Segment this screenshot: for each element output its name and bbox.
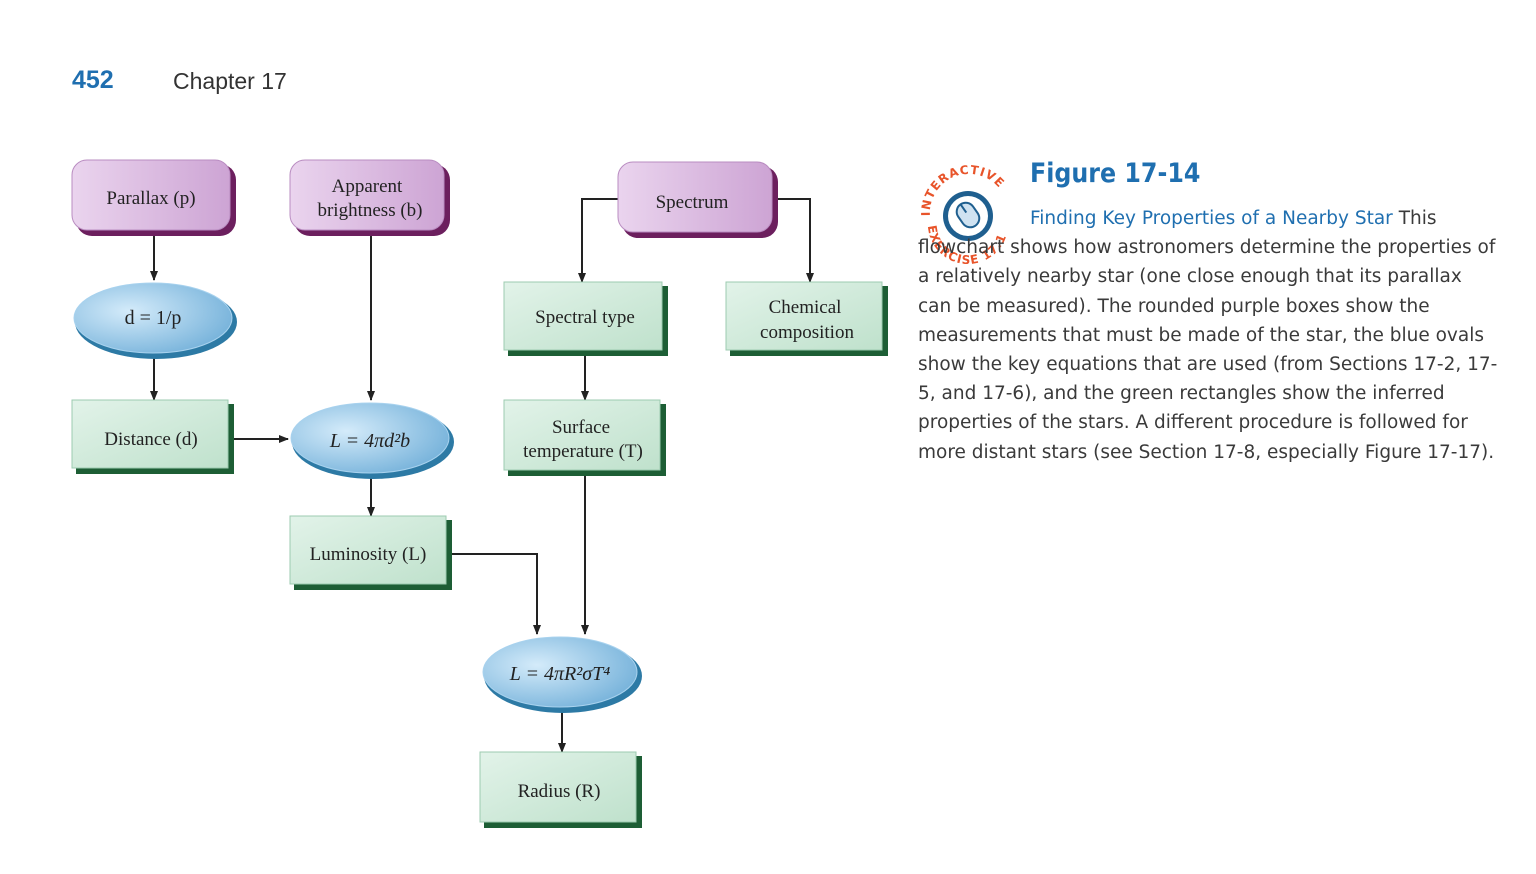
node-parallax-label: Parallax (p) xyxy=(106,188,195,209)
equation-luminosity: L = 4πd²b xyxy=(290,402,454,479)
page-number: 452 xyxy=(72,66,114,94)
equation-distance: d = 1/p xyxy=(73,282,237,359)
node-chemical-composition-label-1: Chemical xyxy=(769,297,842,318)
caption-body: This flowchart shows how astronomers det… xyxy=(918,208,1498,463)
node-apparent-brightness-label-1: Apparent xyxy=(332,176,403,197)
equation-luminosity-label: L = 4πd²b xyxy=(329,430,410,452)
node-apparent-brightness: Apparent brightness (b) xyxy=(289,159,450,236)
caption-lead: Finding Key Properties of a Nearby Star xyxy=(1030,208,1393,229)
node-apparent-brightness-label-2: brightness (b) xyxy=(317,200,422,221)
connectors xyxy=(150,198,814,753)
figure-caption: Finding Key Properties of a Nearby Star … xyxy=(918,204,1498,467)
node-luminosity: Luminosity (L) xyxy=(289,515,452,590)
node-surface-temperature-label-2: temperature (T) xyxy=(523,441,643,462)
node-chemical-composition-label-2: composition xyxy=(760,322,854,343)
flowchart: Parallax (p) Apparent brightness (b) Spe… xyxy=(71,159,888,828)
node-surface-temperature-label-1: Surface xyxy=(552,417,610,438)
arrow-spectrum-to-composition xyxy=(773,198,814,283)
node-distance: Distance (d) xyxy=(71,399,234,474)
node-spectral-type: Spectral type xyxy=(503,281,668,356)
node-luminosity-label: Luminosity (L) xyxy=(310,544,427,565)
equation-stefan-boltzmann: L = 4πR²σT⁴ xyxy=(482,636,642,713)
node-distance-label: Distance (d) xyxy=(104,429,197,450)
chapter-title: Chapter 17 xyxy=(173,68,287,94)
node-spectral-type-label: Spectral type xyxy=(535,307,635,328)
interactive-exercise-badge[interactable]: INTERACTIVE EXERCISE 17.1 xyxy=(916,160,1020,264)
node-radius: Radius (R) xyxy=(479,751,642,828)
node-chemical-composition: Chemical composition xyxy=(725,281,888,356)
node-surface-temperature: Surface temperature (T) xyxy=(503,399,666,476)
figure-title: Figure 17-14 xyxy=(1030,158,1201,189)
arrow-luminosity-to-eq xyxy=(452,553,541,635)
equation-stefan-boltzmann-label: L = 4πR²σT⁴ xyxy=(509,663,610,685)
node-spectrum-label: Spectrum xyxy=(656,192,729,213)
mouse-icon xyxy=(955,201,981,229)
node-radius-label: Radius (R) xyxy=(518,781,601,802)
arrow-spectrum-to-type xyxy=(578,198,622,283)
node-parallax: Parallax (p) xyxy=(71,159,236,236)
node-spectrum: Spectrum xyxy=(617,161,778,238)
equation-distance-label: d = 1/p xyxy=(125,307,182,329)
